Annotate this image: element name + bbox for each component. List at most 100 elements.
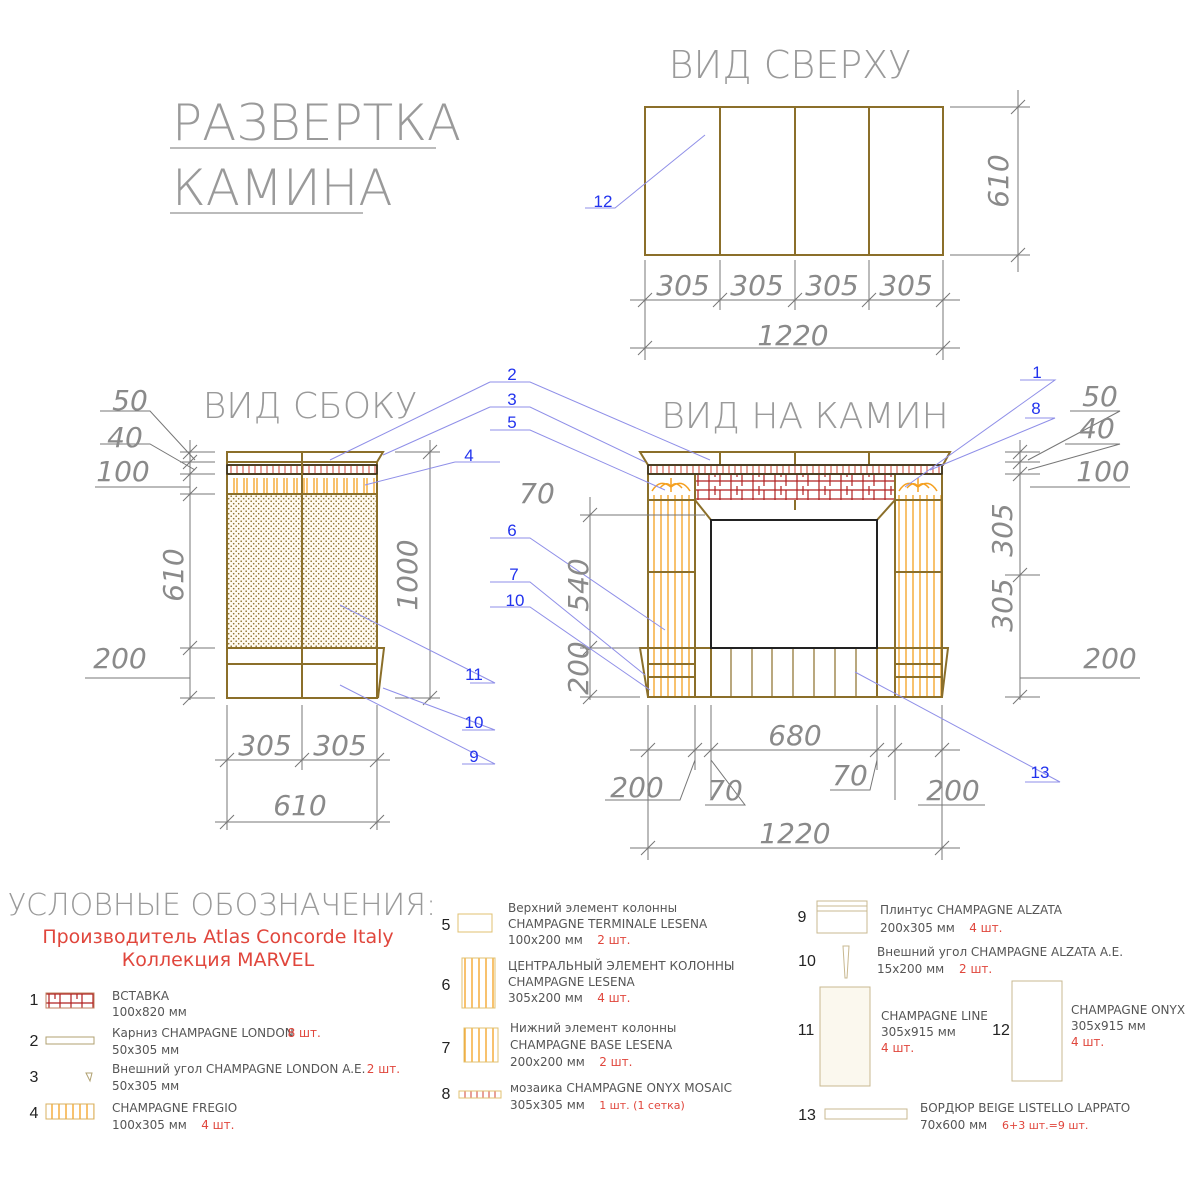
legend-item-number: 10 [798, 953, 816, 970]
dimension-label: 1000 [391, 539, 424, 610]
sheet-title: КАМИНА [172, 159, 393, 217]
legend-item-text: 50x305 мм [112, 1043, 179, 1057]
legend-item-text: 70x600 мм [920, 1118, 987, 1132]
dimension-label: 305 [986, 503, 1019, 556]
dimension-label: 680 [768, 719, 821, 752]
legend-item-text: мозаика CHAMPAGNE ONYX MOSAIC [510, 1081, 732, 1095]
legend-manufacturer: Производитель Atlas Concorde Italy [42, 926, 393, 948]
legend-item-quantity: 2 шт. [367, 1062, 400, 1076]
legend-item-quantity: 4 шт. [597, 991, 630, 1005]
callout-number[interactable]: 2 [507, 365, 516, 384]
side-view [85, 410, 440, 830]
legend-item-text: 200x305 мм [880, 921, 955, 935]
legend-item-text: ВСТАВКА [112, 989, 170, 1003]
legend-item-text: 100x305 мм [112, 1118, 187, 1132]
callout-number[interactable]: 11 [465, 665, 483, 684]
legend-item-text: Внешний угол CHAMPAGNE LONDON A.E. [112, 1062, 365, 1076]
legend-item-number: 4 [30, 1105, 39, 1122]
top-view [630, 90, 1030, 360]
legend-item-number: 5 [442, 917, 451, 934]
legend-item-number: 3 [30, 1069, 39, 1086]
legend-item-quantity: 6+3 шт.=9 шт. [1002, 1119, 1088, 1132]
legend-icon-terminale [457, 913, 493, 933]
legend-item-text: БОРДЮР BEIGE LISTELLO LAPPATO [920, 1101, 1130, 1115]
legend-item-text: CHAMPAGNE LESENA [508, 975, 636, 989]
legend-item-number: 2 [30, 1033, 39, 1050]
legend-icon-mosaic [458, 1090, 502, 1099]
callout-number[interactable]: 10 [465, 713, 484, 732]
legend-collection: Коллекция MARVEL [122, 949, 315, 971]
legend-item-number: 7 [442, 1040, 451, 1057]
view-title-side: ВИД СБОКУ [203, 386, 418, 427]
callout-number[interactable]: 6 [507, 521, 516, 540]
legend-icon-insert [45, 992, 95, 1009]
legend-item-text: 100x200 мм [508, 933, 583, 947]
legend-item-text: 200x200 мм [510, 1055, 585, 1069]
callout-number[interactable]: 7 [509, 565, 518, 584]
dimension-label: 1220 [757, 319, 828, 352]
dimension-label: 70 [832, 759, 868, 792]
legend-item-text: CHAMPAGNE BASE LESENA [510, 1038, 673, 1052]
dimension-label: 540 [562, 558, 595, 611]
dimension-label: 305 [879, 269, 932, 302]
legend-item-quantity: 4 шт. [969, 921, 1002, 935]
legend-item-text: Внешний угол CHAMPAGNE ALZATA A.E. [877, 945, 1123, 959]
callout-number[interactable]: 9 [469, 747, 478, 766]
view-title-front: ВИД НА КАМИН [661, 396, 948, 437]
legend-icon-listello [824, 1108, 908, 1120]
legend-item-text: ЦЕНТРАЛЬНЫЙ ЭЛЕМЕНТ КОЛОННЫ [508, 958, 735, 973]
callout-number[interactable]: 8 [1031, 399, 1040, 418]
legend-item-text: 305x915 мм [1071, 1019, 1146, 1033]
legend-item-quantity: 2 шт. [597, 933, 630, 947]
legend-item-text: 15x200 мм [877, 962, 944, 976]
legend-item-text: CHAMPAGNE LINE [881, 1009, 988, 1023]
legend-icon-alzata [816, 900, 868, 934]
front-view [580, 410, 1140, 860]
callout-number[interactable]: 4 [464, 446, 473, 465]
legend-item-quantity: 4 шт. [881, 1041, 914, 1055]
legend-icon-lesena [461, 957, 496, 1009]
legend-item-text: Плинтус CHAMPAGNE ALZATA [880, 903, 1063, 917]
column-capital-ornament [651, 478, 938, 492]
legend-item-text: Верхний элемент колонны [508, 901, 677, 915]
dimension-label: 200 [1083, 642, 1136, 675]
legend-icons [45, 900, 1063, 1120]
dimension-label: 40 [1079, 412, 1115, 445]
callout-number[interactable]: 13 [1031, 763, 1050, 782]
legend-item-quantity: 4 шт. [1071, 1035, 1104, 1049]
dimension-label: 40 [107, 421, 143, 454]
legend-item-text: CHAMPAGNE ONYX [1071, 1003, 1185, 1017]
dimension-label: 50 [112, 384, 148, 417]
view-title-top: ВИД СВЕРХУ [669, 43, 912, 87]
legend-item-text: Карниз CHAMPAGNE LONDON [112, 1026, 294, 1040]
dimension-label: 1220 [759, 817, 830, 850]
legend-item-number: 6 [442, 977, 451, 994]
callout-leaders [329, 134, 1061, 783]
dimension-label: 305 [805, 269, 858, 302]
legend-item-text: CHAMPAGNE FREGIO [112, 1101, 237, 1115]
dimension-label: 200 [926, 774, 979, 807]
dimension-label: 305 [730, 269, 783, 302]
legend-icon-line [819, 986, 871, 1087]
dimension-label: 70 [707, 774, 743, 807]
legend-item-text: 305x200 мм [508, 991, 583, 1005]
legend-item-text: 305x305 мм [510, 1098, 585, 1112]
dimension-label: 305 [313, 729, 366, 762]
legend-icon-cornice [45, 1036, 95, 1045]
callout-number[interactable]: 12 [594, 192, 613, 211]
legend-item-quantity: 2 шт. [599, 1055, 632, 1069]
callout-number[interactable]: 5 [507, 413, 516, 432]
dimension-label: 610 [157, 548, 190, 601]
dimension-label: 100 [96, 455, 149, 488]
legend-icon-onyx [1011, 980, 1063, 1082]
legend-item-number: 11 [798, 1022, 815, 1039]
legend-icon-alzata-corner [842, 945, 850, 979]
legend-item-text: CHAMPAGNE TERMINALE LESENA [508, 917, 708, 931]
legend-icon-corner [85, 1072, 93, 1083]
callout-number[interactable]: 10 [506, 591, 525, 610]
callout-number[interactable]: 3 [507, 390, 516, 409]
sheet-title: РАЗВЕРТКА [172, 94, 461, 152]
dimension-label: 610 [982, 154, 1015, 207]
callout-number[interactable]: 1 [1032, 363, 1041, 382]
